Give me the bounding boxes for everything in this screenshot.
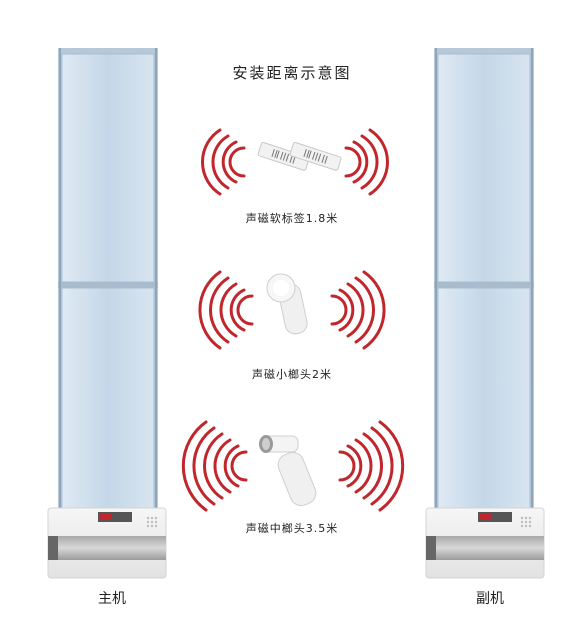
signal-waves-left-1: [201, 128, 246, 196]
secondary-gate-label: 副机: [476, 591, 504, 607]
signal-waves-right-1: [344, 128, 389, 196]
signal-waves-right-3: [338, 420, 405, 512]
tag-caption-soft-label: 声磁软标签1.8米: [245, 212, 339, 225]
main-gate-antenna: [47, 48, 167, 579]
small-hammer-tag-icon: [266, 273, 308, 335]
main-gate-label: 主机: [98, 591, 126, 607]
secondary-gate-antenna: [425, 48, 545, 579]
diagram-title: 安装距离示意图: [232, 64, 352, 82]
signal-waves-left-3: [181, 420, 248, 512]
signal-waves-right-2: [330, 270, 386, 350]
tag-caption-medium-hammer: 声磁中榔头3.5米: [245, 522, 339, 535]
signal-waves-left-2: [198, 270, 254, 350]
medium-hammer-tag-icon: [259, 435, 317, 507]
soft-label-tag-icon: [257, 142, 342, 171]
tag-caption-small-hammer: 声磁小榔头2米: [252, 368, 332, 381]
